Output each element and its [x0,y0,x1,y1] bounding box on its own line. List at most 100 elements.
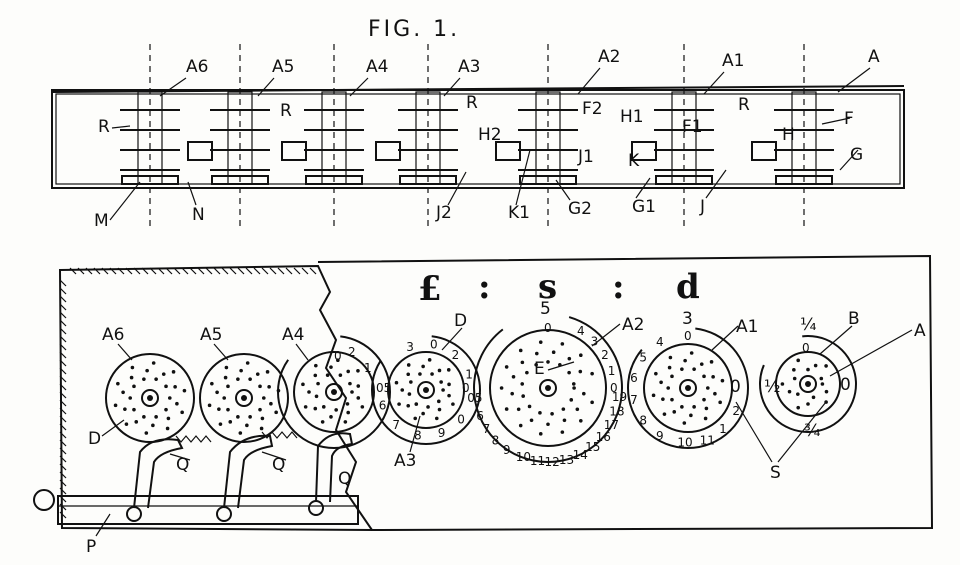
shaft-assemblies [120,44,834,226]
spring-1 [175,435,212,443]
a3-ring-num: 05 [467,391,482,405]
a3-num-left: 05 [376,381,391,395]
slide-knob [33,489,55,511]
a4-num-top: 0 [334,349,342,363]
label-a4: A4 [282,325,304,345]
lever-q3 [315,432,354,503]
shaft-a [751,44,834,226]
label-g2: G2 [568,199,592,219]
sep-1: : [478,267,491,307]
a2-num-top: 5 [540,299,551,319]
a3-ring-num: 9 [438,426,446,440]
a1-ring-num: 2 [732,404,740,418]
figure-title: FIG. 1. [368,17,460,42]
top-housing-inner [55,93,901,185]
label-q3: Q [338,469,351,489]
dial-a5 [199,353,289,443]
a3-ring-num: 1 [465,367,473,381]
label-h2: H2 [478,125,502,145]
shaft-a4 [281,44,364,226]
label-g: G [850,145,863,165]
dial-plate [317,254,934,531]
shaft-a2 [495,44,578,226]
label-j1: J1 [577,147,594,167]
pence-sign: d [676,267,700,307]
label-d-left: D [88,429,101,449]
label-r-a5: R [280,101,292,121]
a1-ring-num: 8 [639,414,647,428]
bottom-view-labels: A6 A5 A4 A3 A2 A1 A B D D E S P Q Q Q [86,309,926,557]
label-q2: Q [272,455,285,475]
a1-ring-num: 6 [630,371,638,385]
label-a2-top: A2 [598,47,620,67]
shaft-a3 [375,44,458,226]
slide-bar [57,495,359,525]
label-j: J [699,197,705,217]
label-a2: A2 [622,315,644,335]
a-num-top: ¼ [800,315,816,335]
a2-ring-num: 15 [585,440,600,454]
label-a5-top: A5 [272,57,294,77]
shaft-a6 [120,44,180,226]
label-a6: A6 [102,325,124,345]
shaft-a5 [187,44,270,226]
label-k1: K1 [508,203,530,223]
a3-ring-num: 7 [392,418,400,432]
label-a3: A3 [394,451,416,471]
label-a-top: A [868,47,880,67]
top-leader-lines [109,67,871,221]
lid-hatch [59,267,317,519]
dial-numbers-a4-a3: 0 2 1 05 0 [334,345,470,395]
a2-ring-num: 7 [483,422,491,436]
pound-sign: £ [418,269,442,309]
a2-ring-num: 11 [530,454,545,468]
label-j2: J2 [435,203,452,223]
a2-ring-num: 6 [476,409,484,423]
currency-header: £ : s : d [418,267,700,309]
label-k: K [628,151,640,171]
top-view-labels: A6 A5 A4 A3 A2 A1 A R R R R F2 F1 F H2 H… [94,47,880,231]
label-e: E [534,359,545,379]
a1-ring-num: 1 [719,422,727,436]
a4-num-2: 2 [348,345,356,359]
label-a4-top: A4 [366,57,388,77]
lever-q1 [133,438,184,509]
a2-ring-num-right: 1 [608,364,616,378]
label-a1-top: A1 [722,51,744,71]
label-m: M [94,211,109,231]
shilling-sign: s [538,267,557,307]
a2-ring-num: 13 [559,453,574,467]
a1-ring-num: 10 [677,436,692,450]
a-num-left: ½ [764,377,780,397]
a2-ring-num-right: 4 [577,324,585,338]
a3-ring-num: 0 [430,338,438,352]
label-r-a1: R [738,95,750,115]
label-a5: A5 [200,325,222,345]
shaft-a1 [631,44,714,226]
dial-a [759,335,857,433]
label-f1: F1 [682,117,703,137]
a3-ring-num: 6 [379,399,387,413]
a1-num-top: 3 [682,309,693,329]
a-num-bottom: ¾ [804,421,820,441]
a3-ring-num: 2 [452,348,460,362]
dial-a2 [473,313,623,463]
a2-ring-num-right: 2 [601,348,609,362]
a1-ring-num: 5 [639,350,647,364]
lever-q2 [223,434,274,509]
label-n: N [192,205,205,225]
a2-ring-num-right: 3 [591,334,599,348]
a1-ring-num: 9 [656,429,664,443]
label-h1: H1 [620,107,644,127]
a2-ring-num: 18 [609,404,624,418]
a1-sep: 0 [730,377,741,397]
